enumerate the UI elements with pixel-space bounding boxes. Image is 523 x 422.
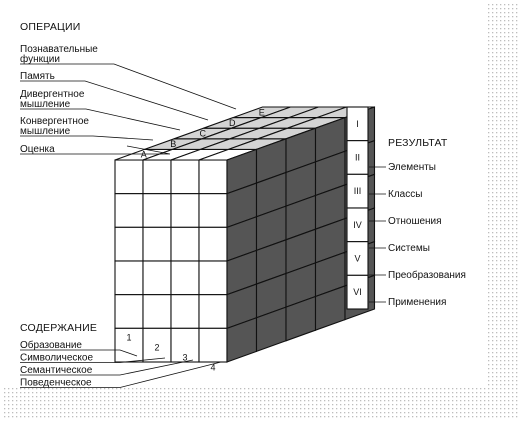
front-cell <box>142 193 172 228</box>
operation-label: мышление <box>20 99 71 110</box>
front-cell <box>142 294 172 329</box>
content-label: Семантическое <box>20 365 93 376</box>
operation-leader <box>20 145 171 155</box>
result-label: Системы <box>388 243 430 254</box>
operation-labels: ОценкаКонвергентноемышлениеДивергентноем… <box>20 44 98 155</box>
front-cell <box>170 294 200 329</box>
content-leader <box>20 349 138 357</box>
content-number: 1 <box>126 332 131 342</box>
operation-label: Конвергентное <box>20 116 89 127</box>
leader-lines <box>20 63 386 388</box>
content-leader <box>20 361 222 388</box>
operation-label: Оценка <box>20 144 55 155</box>
front-cell <box>170 193 200 228</box>
front-cell <box>198 327 228 363</box>
result-numeral: V <box>354 254 360 264</box>
operation-letter: E <box>259 107 265 117</box>
operation-label: Память <box>20 71 55 82</box>
result-numeral: I <box>356 119 359 129</box>
result-label: Элементы <box>388 162 436 173</box>
result-numeral: IV <box>353 220 362 230</box>
front-cell <box>170 260 200 296</box>
front-cell <box>114 159 144 195</box>
front-cell <box>114 226 144 262</box>
operation-letter: B <box>170 139 176 149</box>
operation-label: функции <box>20 53 60 65</box>
front-cell <box>198 159 228 195</box>
front-cell <box>198 294 228 329</box>
front-cell <box>114 260 144 296</box>
result-numeral-box <box>346 274 369 310</box>
result-numeral: II <box>355 153 360 163</box>
front-cell <box>170 327 200 363</box>
front-cell <box>198 226 228 262</box>
operation-leader <box>20 80 209 121</box>
content-label: Символическое <box>20 353 93 364</box>
operation-letter: A <box>141 150 147 160</box>
front-cell <box>142 159 172 195</box>
front-cell <box>142 260 172 296</box>
content-label: Поведенческое <box>20 378 92 389</box>
content-labels: ОбразованиеСимволическоеСемантическоеПов… <box>20 339 93 389</box>
operation-leader <box>20 63 237 110</box>
content-number: 3 <box>182 352 187 362</box>
content-header: СОДЕРЖАНИЕ <box>20 322 97 334</box>
front-cell <box>198 260 228 296</box>
operation-label: мышление <box>20 126 71 137</box>
front-cell <box>114 294 144 329</box>
operation-letter: D <box>229 118 236 128</box>
front-cell <box>170 159 200 195</box>
operations-header: ОПЕРАЦИИ <box>20 21 80 33</box>
operation-label: Познавательные <box>20 44 98 55</box>
operation-letter: C <box>200 129 207 139</box>
result-labels: ЭлементыКлассыОтношенияСистемыПреобразов… <box>388 162 466 308</box>
result-label: Классы <box>388 189 422 200</box>
result-label: Отношения <box>388 216 442 227</box>
content-number: 4 <box>210 362 215 372</box>
result-numeral: VI <box>353 287 362 297</box>
front-cell <box>198 193 228 228</box>
front-cell <box>142 226 172 262</box>
result-label: Применения <box>388 297 446 308</box>
content-number: 2 <box>154 342 159 352</box>
content-label: Образование <box>20 339 82 351</box>
result-header: РЕЗУЛЬТАТ <box>388 137 448 149</box>
result-numeral: III <box>354 186 362 196</box>
front-cell <box>114 193 144 228</box>
operation-label: Дивергентное <box>20 89 85 100</box>
operation-leader <box>20 108 181 131</box>
content-leader <box>20 357 166 363</box>
content-leader <box>20 359 194 376</box>
operation-leader <box>20 135 154 141</box>
front-cell <box>170 226 200 262</box>
result-label: Преобразования <box>388 269 466 281</box>
